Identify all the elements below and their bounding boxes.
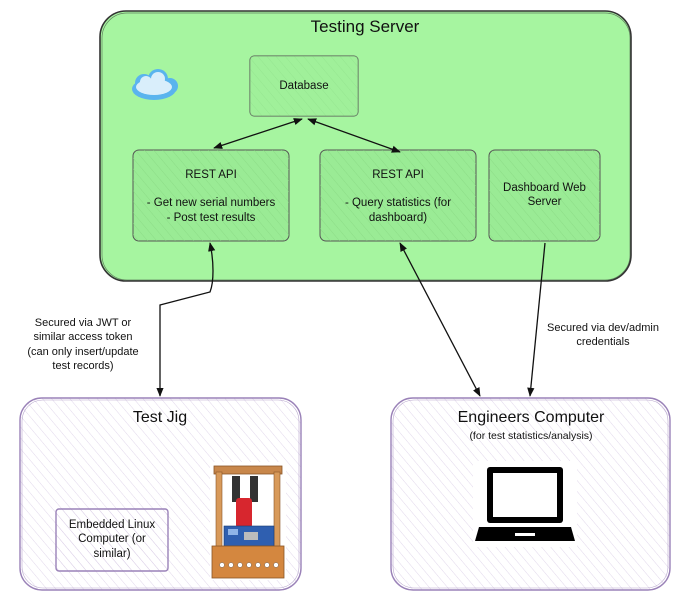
embedded-line3: similar)	[93, 547, 131, 560]
dashboard-link-label: Secured via dev/admin credentials	[530, 321, 676, 350]
dashboard-line2: Server	[527, 196, 562, 209]
test-jig-photo	[210, 462, 286, 580]
database-box	[249, 55, 359, 117]
cloud-icon	[132, 69, 178, 100]
embedded-text: Embedded Linux Computer (or similar)	[56, 518, 168, 561]
rest-api-right-text: REST API - Query statistics (for dashboa…	[320, 168, 476, 225]
jig-link-line3: (can only insert/update	[27, 345, 139, 358]
rest-api-left-line2: - Post test results	[166, 211, 256, 224]
dashboard-link-line2: credentials	[576, 336, 630, 349]
rest-api-left-text: REST API - Get new serial numbers - Post…	[133, 168, 289, 225]
laptop-icon	[473, 461, 577, 547]
dashboard-line1: Dashboard Web	[503, 182, 586, 194]
connectors	[156, 118, 546, 397]
database-label: Database	[279, 80, 329, 92]
arrow-dashboard-engineers	[527, 242, 546, 397]
embedded-linux-box	[55, 508, 169, 572]
embedded-line2: Computer (or	[78, 533, 146, 546]
rest-api-left-title: REST API	[185, 169, 237, 181]
engineers-computer-subtitle: (for test statistics/analysis)	[469, 430, 593, 442]
rest-api-right-title: REST API	[372, 169, 424, 181]
arrow-api-left-database	[213, 118, 303, 149]
dashboard-text: Dashboard Web Server	[489, 181, 600, 210]
rest-api-left-box	[132, 149, 290, 242]
jig-link-line4: test records)	[52, 359, 114, 372]
arrow-api-left-test-jig	[156, 242, 216, 397]
arrow-api-right-engineers	[399, 242, 481, 397]
rest-api-left-line1: - Get new serial numbers	[146, 197, 276, 210]
dashboard-web-server-box	[488, 149, 601, 242]
arrow-database-api-right	[307, 118, 401, 153]
jig-link-label: Secured via JWT or similar access token …	[8, 316, 158, 373]
rest-api-right-line1: - Query statistics (for	[344, 197, 452, 210]
engineers-computer-title: Engineers Computer	[457, 409, 605, 426]
testing-server-title: Testing Server	[310, 17, 420, 36]
jig-link-line1: Secured via JWT or	[34, 317, 132, 329]
jig-link-line2: similar access token	[33, 331, 133, 344]
test-jig-title: Test Jig	[132, 409, 188, 426]
rest-api-right-box	[319, 149, 477, 242]
rest-api-right-line2: dashboard)	[368, 211, 428, 224]
dashboard-link-line1: Secured via dev/admin	[547, 322, 659, 334]
embedded-line1: Embedded Linux	[68, 519, 156, 531]
